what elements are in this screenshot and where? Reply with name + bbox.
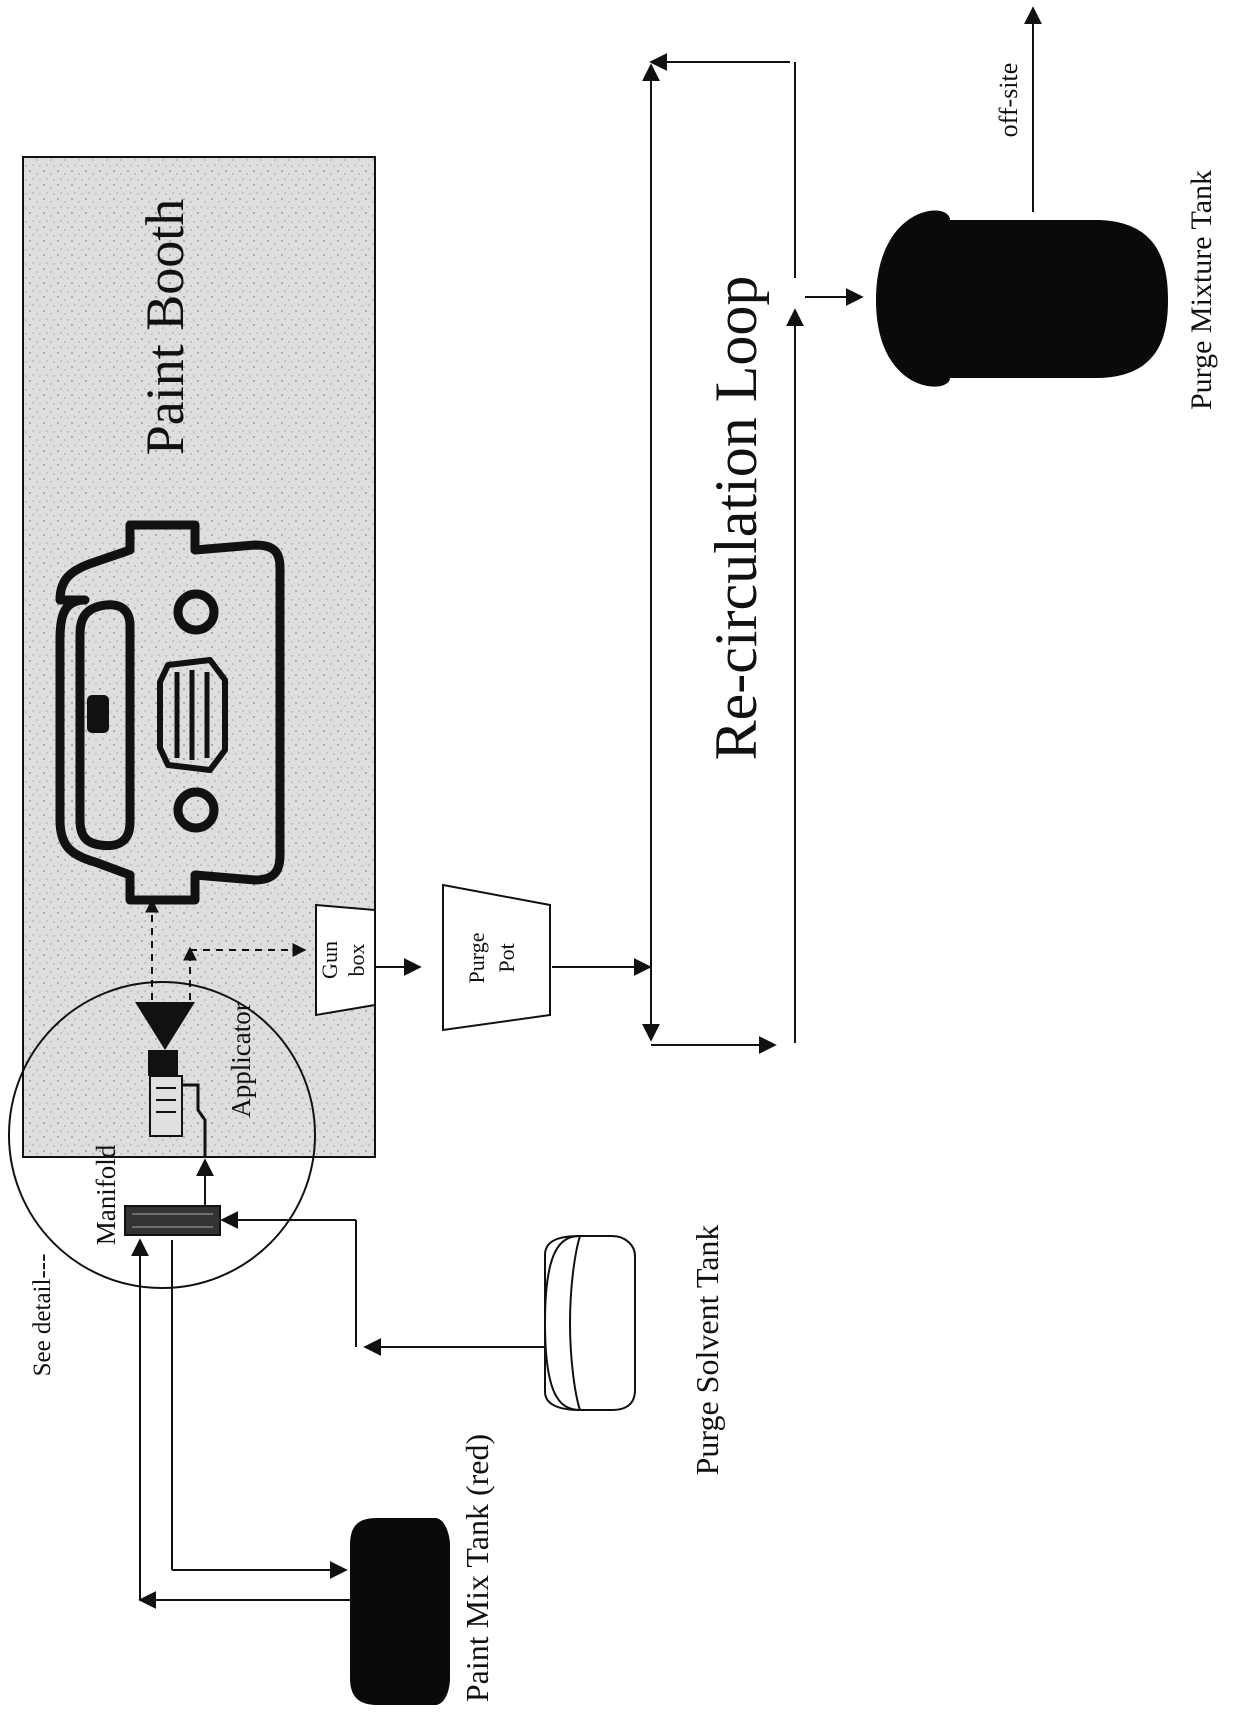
purge-mixture-tank: [876, 210, 1168, 387]
purge-pot-label-1: Purge: [464, 933, 489, 984]
manifold-label: Manifold: [91, 1144, 121, 1245]
paint-mix-tank: [350, 1518, 450, 1705]
manifold-block: [124, 1205, 221, 1236]
purge-pot-label-2: Pot: [494, 943, 519, 972]
gun-box-label-1: Gun: [317, 941, 342, 979]
paint-mix-tank-label: Paint Mix Tank (red): [459, 1434, 495, 1702]
gun-box-label-2: box: [344, 944, 369, 977]
car-icon: [55, 520, 285, 905]
gun-box: [315, 903, 376, 1017]
recirculation-loop-label: Re-circulation Loop: [703, 276, 769, 761]
see-detail-label: See detail---: [29, 1254, 56, 1377]
purge-solvent-tank-label: Purge Solvent Tank: [689, 1225, 725, 1476]
applicator-label: Applicator: [226, 1002, 256, 1117]
off-site-label: off-site: [994, 63, 1023, 138]
detail-circle: [8, 981, 316, 1289]
paint-booth-label: Paint Booth: [135, 199, 195, 456]
purge-pot: [442, 883, 551, 1032]
purge-mixture-tank-label: Purge Mixture Tank: [1185, 170, 1218, 410]
applicator-icon: [135, 1002, 207, 1158]
